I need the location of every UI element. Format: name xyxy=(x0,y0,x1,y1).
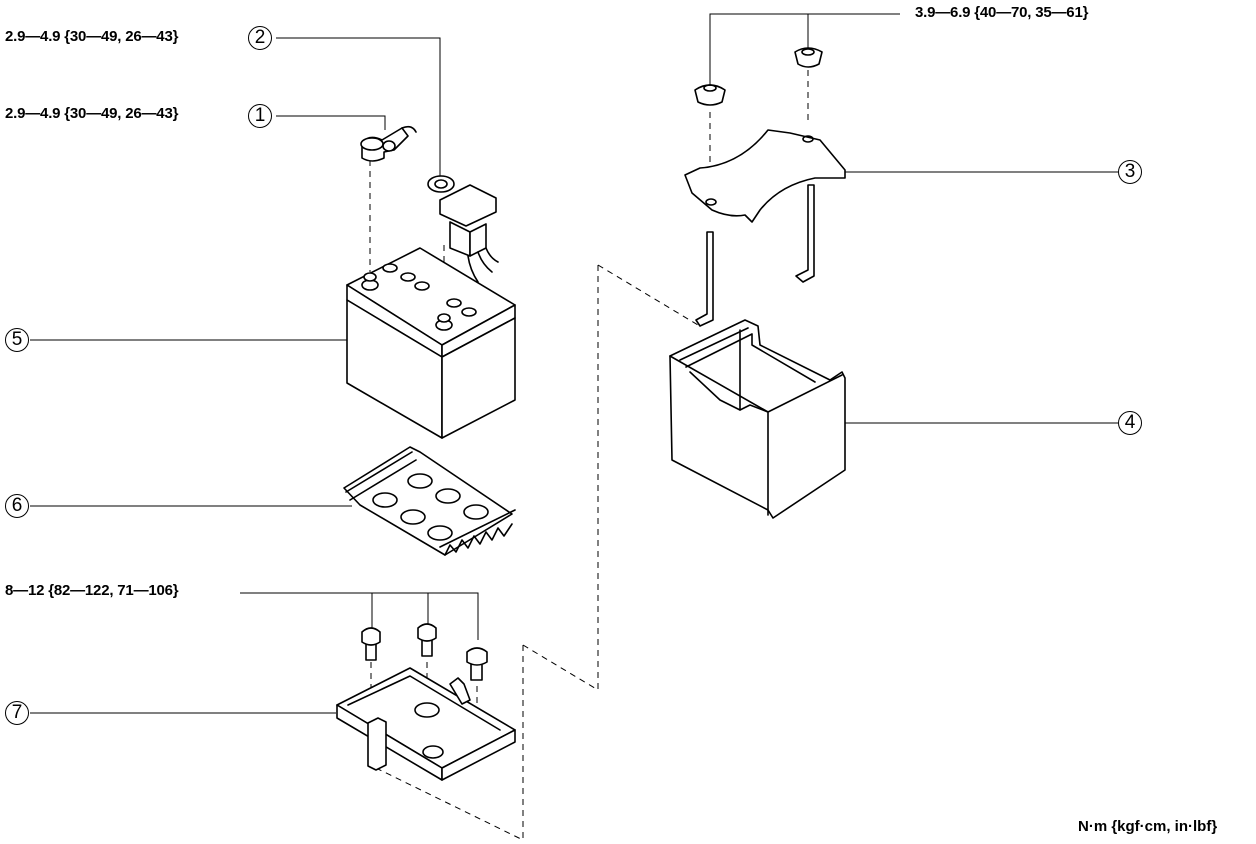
bolts xyxy=(361,623,488,681)
part-2-positive-terminal xyxy=(427,175,499,283)
part-6-tray-plate xyxy=(343,446,516,556)
leader-part-7-bolts xyxy=(240,592,479,640)
callout-5: 5 xyxy=(5,328,29,352)
units-legend: N·m {kgf·cm, in·lbf} xyxy=(1078,818,1218,835)
part-3-clamp xyxy=(684,47,846,327)
callout-6: 6 xyxy=(5,494,29,518)
part-4-battery-cover xyxy=(669,319,846,519)
torque-label-part-2: 2.9—4.9 {30—49, 26—43} xyxy=(5,28,179,45)
callout-3: 3 xyxy=(1118,160,1142,184)
battery-caps xyxy=(361,263,477,331)
callout-7: 7 xyxy=(5,701,29,725)
callout-1: 1 xyxy=(248,104,272,128)
part-1-negative-terminal xyxy=(360,125,417,162)
part-5-battery xyxy=(346,247,516,439)
leader-part-1 xyxy=(276,115,386,130)
callout-2: 2 xyxy=(248,26,272,50)
part-7-battery-tray xyxy=(336,623,516,781)
leader-part-3-nuts xyxy=(709,13,900,88)
torque-label-part-1: 2.9—4.9 {30—49, 26—43} xyxy=(5,105,179,122)
callout-4: 4 xyxy=(1118,411,1142,435)
torque-label-part-7-bolts: 8—12 {82—122, 71—106} xyxy=(5,582,179,599)
leader-lines xyxy=(30,13,1118,714)
leader-part-2 xyxy=(276,37,441,178)
torque-label-part-3-nuts: 3.9—6.9 {40—70, 35—61} xyxy=(915,4,1089,21)
